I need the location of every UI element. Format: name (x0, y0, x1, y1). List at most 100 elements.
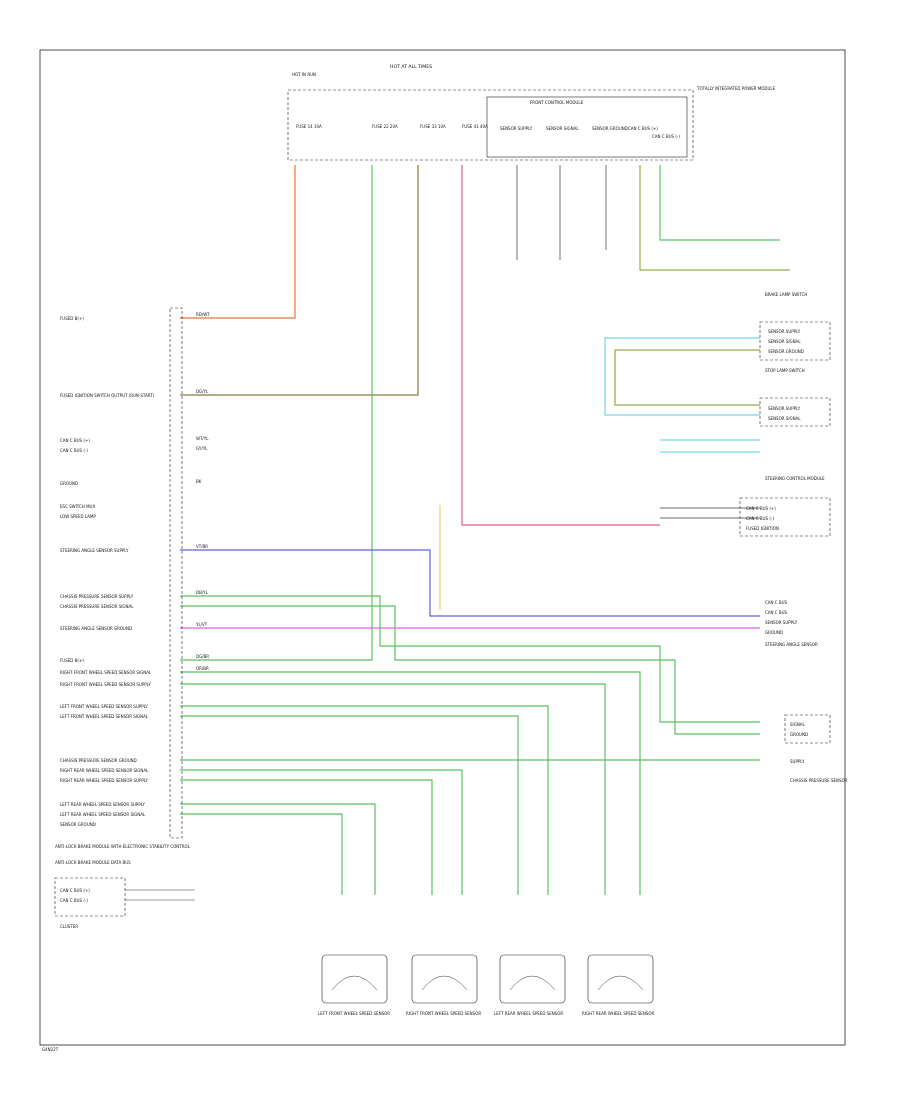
wire-pink-can (461, 165, 660, 526)
wire-can-right-2 (660, 439, 760, 453)
component-pin: SENSOR GROUND (768, 349, 804, 354)
wire-code: OR/BR (196, 666, 209, 671)
wire-can-right (660, 507, 760, 519)
abs-pin: RIGHT FRONT WHEEL SPEED SENSOR SIGNAL (60, 670, 152, 675)
component-pin: SENSOR SUPPLY (765, 620, 798, 625)
component-pin: SIGNAL (790, 722, 806, 727)
component-pin: SENSOR SUPPLY (768, 406, 801, 411)
fuse-label: FUSE 22 20A (372, 124, 398, 129)
abs-pin: RIGHT FRONT WHEEL SPEED SENSOR SUPPLY (60, 682, 151, 687)
wheel-sensor-label: RIGHT REAR WHEEL SPEED SENSOR (582, 1011, 654, 1016)
component-label: STEERING ANGLE SENSOR (765, 642, 818, 647)
cluster-pin: CAN C BUS (+) (60, 888, 90, 893)
component-pin: GROUND (790, 732, 808, 737)
fuse-label: FUSE 33 10A (420, 124, 446, 129)
abs-pin: CAN C BUS (-) (60, 448, 88, 453)
abs-pin: STEERING ANGLE SENSOR GROUND (60, 626, 132, 631)
wheel-sensor-label: LEFT REAR WHEEL SPEED SENSOR (494, 1011, 563, 1016)
cluster-name: CLUSTER (60, 924, 78, 929)
instrument-cluster: ANTI-LOCK BRAKE MODULE DATA BUS CAN C BU… (54, 860, 195, 929)
wire-code: GY/YL (196, 446, 208, 451)
fuse-block-left-note: HOT IN RUN (292, 72, 316, 77)
wire-code: DB/YL (196, 590, 209, 595)
wheel-sensor-label: RIGHT FRONT WHEEL SPEED SENSOR (406, 1011, 481, 1016)
abs-pin: LEFT FRONT WHEEL SPEED SENSOR SUPPLY (60, 704, 148, 709)
abs-pin: RIGHT REAR WHEEL SPEED SENSOR SIGNAL (60, 768, 149, 773)
wire-green-top (659, 165, 780, 241)
wire-cyan (604, 337, 760, 416)
wire-code: VT/BR (196, 544, 208, 549)
component-label: STOP LAMP SWITCH (765, 368, 805, 373)
component-label: BRAKE LAMP SWITCH (765, 292, 807, 297)
component-pin: CAN C BUS (765, 610, 788, 615)
wire-green-7 (180, 715, 519, 895)
component-pin: SENSOR SIGNAL (768, 416, 801, 421)
wire-green-9 (180, 779, 433, 895)
wire-code: DG/YL (196, 389, 209, 394)
wire-green-8 (180, 769, 463, 895)
component-pin: GROUND (765, 630, 783, 635)
wire-fused-b (180, 165, 296, 319)
wheel-sensor: RIGHT FRONT WHEEL SPEED SENSOR (406, 954, 481, 1016)
wire-green-6 (180, 705, 549, 895)
fuse-block: HOT AT ALL TIMES HOT IN RUN TOTALLY INTE… (287, 64, 776, 161)
abs-pin: LEFT FRONT WHEEL SPEED SENSOR SIGNAL (60, 714, 149, 719)
wire-code: WT/YL (196, 436, 209, 441)
abs-pin: CAN C BUS (+) (60, 438, 90, 443)
abs-pin: GROUND (60, 481, 78, 486)
wheel-sensors: LEFT FRONT WHEEL SPEED SENSOR RIGHT FRON… (318, 954, 654, 1016)
wire-ignition (180, 165, 419, 396)
wire-green-4 (180, 671, 641, 895)
wire-green-5 (180, 683, 606, 895)
component-label: CHASSIS PRESSURE SENSOR (790, 778, 848, 783)
abs-pin: LEFT REAR WHEEL SPEED SENSOR SIGNAL (60, 812, 146, 817)
component-pin: FUSED IGNITION (746, 526, 779, 531)
abs-pin: FUSED B(+) (60, 658, 84, 663)
wheel-sensor-label: LEFT FRONT WHEEL SPEED SENSOR (318, 1011, 390, 1016)
fuse-label: FUSE 41 40A (462, 124, 488, 129)
abs-pin: RIGHT REAR WHEEL SPEED SENSOR SUPPLY (60, 778, 149, 783)
pcm-pin: CAN C BUS (+) (628, 126, 658, 131)
abs-pin: FUSED B(+) (60, 316, 84, 321)
component-pin: CAN C BUS (765, 600, 788, 605)
component-pin: SENSOR SIGNAL (768, 339, 801, 344)
wire-green-10 (180, 803, 376, 895)
abs-pin: LOW SPEED LAMP (60, 514, 96, 519)
abs-pin: CHASSIS PRESSURE SENSOR GROUND (60, 758, 137, 763)
wire-code: BK (196, 479, 202, 484)
abs-pin: LEFT REAR WHEEL SPEED SENSOR SUPPLY (60, 802, 145, 807)
wire-codes: RD/WT DG/YL WT/YL GY/YL VT/BR DB/YL YL/V… (195, 312, 210, 671)
wheel-sensor: LEFT REAR WHEEL SPEED SENSOR (494, 954, 566, 1016)
wire-green-2 (180, 605, 760, 735)
wire-green-1 (180, 595, 760, 723)
component-pin: SUPPLY (790, 759, 805, 764)
cluster-pin: CAN C BUS (-) (60, 898, 88, 903)
cluster-title: ANTI-LOCK BRAKE MODULE DATA BUS (55, 860, 131, 865)
abs-pin: CHASSIS PRESSURE SENSOR SIGNAL (60, 604, 134, 609)
wires (180, 165, 790, 895)
wire-green-11 (180, 813, 343, 895)
fuse-label: FUSE 14 10A (296, 124, 322, 129)
wheel-sensor: RIGHT REAR WHEEL SPEED SENSOR (582, 954, 654, 1016)
component-pin: CAN C BUS (-) (746, 516, 774, 521)
diagram-frame (39, 49, 846, 1046)
abs-pin: CHASSIS PRESSURE SENSOR SUPPLY (60, 594, 134, 599)
pcm-pin: SENSOR SIGNAL (546, 126, 579, 131)
abs-module: ANTI-LOCK BRAKE MODULE WITH ELECTRONIC S… (55, 307, 191, 849)
fuse-block-sub: TOTALLY INTEGRATED POWER MODULE (696, 86, 776, 91)
wire-code: RD/WT (196, 312, 210, 317)
abs-pin: FUSED IGNITION SWITCH OUTPUT (RUN-START) (60, 393, 155, 398)
component-pin: CAN C BUS (+) (746, 506, 776, 511)
component-pin: SENSOR SUPPLY (768, 329, 801, 334)
wire-olive (639, 165, 790, 271)
right-components: BRAKE LAMP SWITCH SENSOR SUPPLY SENSOR S… (739, 292, 848, 783)
abs-pin: SENSOR GROUND (60, 822, 96, 827)
pcm-title: FRONT CONTROL MODULE (530, 100, 584, 105)
wire-green-main (180, 165, 373, 661)
component-label: STEERING CONTROL MODULE (765, 476, 825, 481)
pcm-pin: SENSOR GROUND (592, 126, 628, 131)
fuse-block-title: HOT AT ALL TIMES (390, 64, 432, 70)
pcm-pin: SENSOR SUPPLY (500, 126, 533, 131)
abs-module-label: ANTI-LOCK BRAKE MODULE WITH ELECTRONIC S… (55, 844, 191, 849)
